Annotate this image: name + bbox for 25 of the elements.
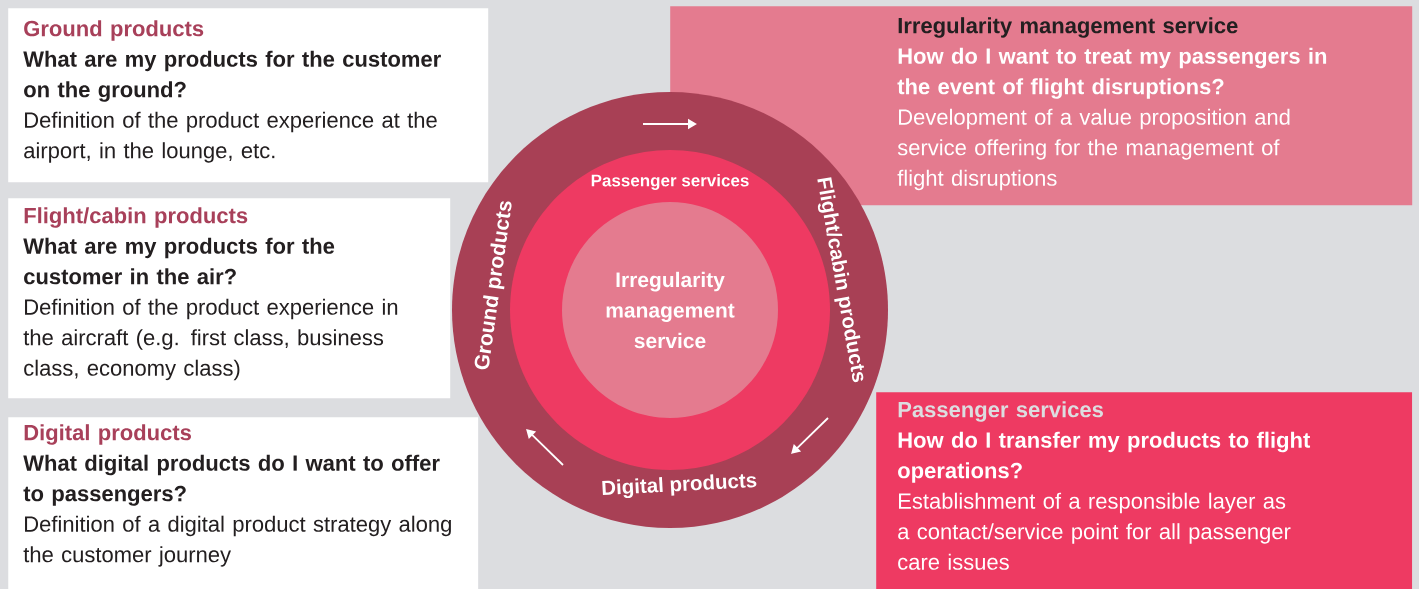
description-text: Development of a value proposition and service offering for the management of flight disruptions	[897, 108, 1290, 191]
question-text: What digital products do I want to offer to passengers?	[23, 454, 440, 506]
ring-label: Passenger services	[591, 174, 749, 190]
circle	[562, 202, 778, 418]
text-card	[8, 417, 479, 589]
ring-label: Digital products	[602, 474, 757, 499]
card-heading: Ground products	[24, 20, 204, 41]
question-text: What are my products for the customer in the air?	[23, 237, 335, 285]
card-heading: Irregularity management service	[898, 17, 1238, 38]
description-text: Definition of a digital product strategy along the customer journey	[23, 515, 451, 567]
card-heading: Passenger services	[898, 401, 1103, 422]
description-text: Establishment of a responsible layer as a contact/service point for all passenger care issues	[898, 492, 1291, 570]
text-card	[876, 392, 1413, 589]
question-text: What are my products for the customer on the ground?	[23, 50, 441, 102]
description-text: Definition of the product experience in the aircraft (e.g. first class, business class, economy class)	[23, 298, 398, 381]
description-text: Definition of the product experience at the airport, in the lounge, etc.	[24, 111, 437, 163]
card-heading: Flight/cabin products	[24, 207, 248, 228]
card-heading: Digital products	[24, 424, 191, 445]
center-label: Irregularity management service	[606, 271, 735, 349]
ring-label: Flight/cabin products	[817, 177, 865, 383]
ring-label: Ground products	[474, 201, 512, 370]
text-card	[8, 198, 451, 399]
question-text: How do I want to treat my passengers in the event of flight disruptions?	[897, 47, 1327, 99]
question-text: How do I transfer my products to flight operations?	[898, 431, 1311, 483]
text-card	[8, 8, 489, 183]
